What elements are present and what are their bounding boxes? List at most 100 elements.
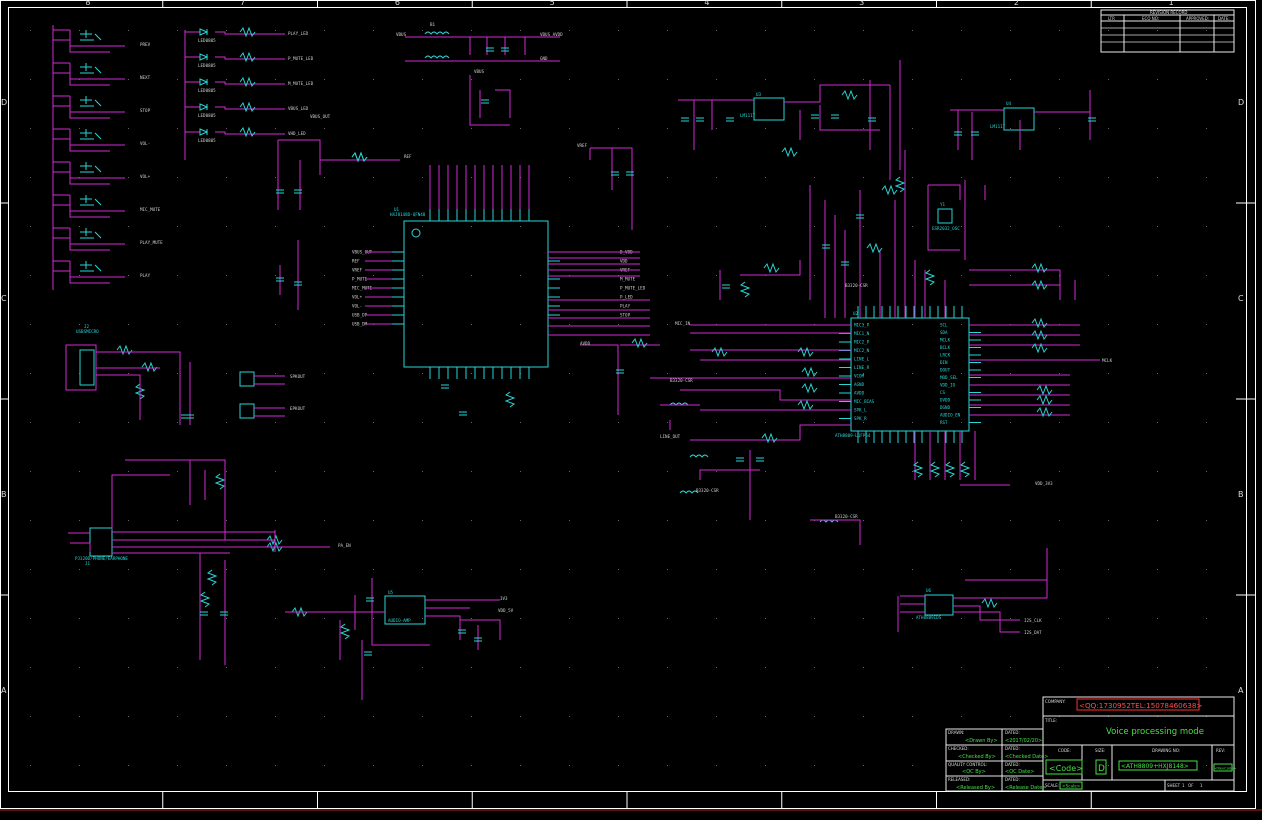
rev-header-date: DATE:	[1218, 16, 1230, 21]
dated-label-4: DATED:	[1005, 777, 1020, 782]
u1-ref: U1	[394, 207, 400, 212]
net-labels: VDD_3V3 VDD_5V MCLK MIC_IN LINE_OUT PA_E…	[338, 143, 1113, 635]
code-value: <Code>	[1049, 764, 1083, 773]
u1-left-pin-label: USB_DM	[352, 322, 368, 327]
svg-text:MCLK: MCLK	[1102, 358, 1113, 363]
regulator-u3: U3 LM1117	[678, 80, 890, 150]
button-net-label: VOL+	[140, 174, 151, 179]
svg-text:3V3: 3V3	[500, 596, 508, 601]
led-net-label: PLAY_LED	[288, 31, 309, 36]
code-label: CODE:	[1058, 748, 1071, 753]
u2-left-pin-label: AGND	[854, 382, 865, 387]
svg-text:B1: B1	[430, 22, 436, 27]
company-label: COMPANY:	[1045, 699, 1066, 704]
rev-box	[1213, 763, 1233, 772]
u2-left-pin-label: MIC2_N	[854, 348, 870, 353]
svg-text:PA_EN: PA_EN	[338, 543, 351, 548]
zone-col-top: 2	[1014, 0, 1019, 7]
u1-left-pin-label: USB_DP	[352, 313, 368, 318]
dated-label-3: DATED:	[1005, 762, 1020, 767]
svg-text:Y1: Y1	[940, 202, 946, 207]
zone-col-top: 4	[704, 0, 709, 7]
released-label: RELEASED:	[948, 777, 970, 782]
revision-record: REVISION RECORD LTR ECO NO: APPROVED: DA…	[1100, 9, 1235, 53]
button-net-label: PREV	[140, 42, 151, 47]
svg-text:AUDIO-AMP: AUDIO-AMP	[388, 618, 411, 623]
dated-label-1: DATED:	[1005, 730, 1020, 735]
resistors	[116, 89, 1053, 640]
size-box	[1095, 759, 1107, 775]
svg-text:J2: J2	[84, 324, 90, 329]
checked-value: <Checked By>	[958, 754, 996, 760]
svg-text:VBUS: VBUS	[396, 32, 407, 37]
u2-left-pin-label: MIC_BIAS	[854, 399, 875, 404]
u1-left-pin-label: VOL-	[352, 304, 362, 309]
u2-right-pin-label: AUDIO_EN	[940, 413, 961, 418]
zone-col-top: 3	[859, 0, 864, 7]
u2-right-pin-label: BCLK	[940, 345, 951, 350]
svg-text:B3320-CSR: B3320-CSR	[670, 378, 693, 383]
led-part-label: LED0805	[198, 88, 216, 93]
u1-right-pin-label: STOP	[620, 313, 631, 318]
zone-row-left: B	[1, 490, 7, 499]
zone-col-top: 6	[395, 0, 400, 7]
top-gnd-label: GND	[540, 56, 548, 61]
svg-text:PJ320D/PHONE/EARPHONE: PJ320D/PHONE/EARPHONE	[75, 556, 128, 561]
led-net-label: M_MUTE_LED	[288, 81, 314, 86]
led-net-label: VBUS_LED	[288, 106, 309, 111]
dated-value-4: <Release Date>	[1005, 785, 1046, 791]
released-value: <Released By>	[956, 785, 995, 791]
svg-text:ESR2032_OSC: ESR2032_OSC	[932, 226, 960, 231]
crystal-y1: Y1 ESR2032_OSC	[927, 180, 986, 260]
led-column: PLAY_LED LED0805 P_MUTE_LED LED0805 M_MUTE_L…	[184, 26, 314, 160]
u1-left-pin-label: P_MUTE	[352, 277, 368, 282]
svg-text:B3320-CSR: B3320-CSR	[696, 488, 719, 493]
svg-text:VDD_3V3: VDD_3V3	[1035, 481, 1053, 486]
drawing-no-label: DRAWING NO:	[1152, 748, 1180, 753]
u1-part: HXJ8148D-QFN48	[390, 212, 426, 217]
svg-text:REF: REF	[404, 154, 412, 159]
vbus-filter: B1 VBUS_AVDD GND VBUS VBUS	[396, 22, 563, 126]
svg-text:U5: U5	[388, 590, 394, 595]
ferrites: B3320-CSR B3320-CSR B3320-CSR B3320-CSR	[660, 283, 868, 545]
rev-header-ltr: LTR	[1108, 16, 1115, 21]
quality-value: <QC By>	[962, 769, 986, 775]
u1-left-pin-label: VREF	[352, 268, 363, 273]
button-net-label: NEXT	[140, 75, 151, 80]
led-net-label: P_MUTE_LED	[288, 56, 314, 61]
dated-label-2: DATED:	[1005, 746, 1020, 751]
svg-text:VREF: VREF	[577, 143, 588, 148]
u1-right-pin-label: PLAY	[620, 304, 631, 309]
svg-text:VBUS: VBUS	[474, 69, 485, 74]
u2-part: ATH8809-LQFP64	[835, 433, 871, 438]
rev-header-approved: APPROVED:	[1186, 16, 1209, 21]
drawn-label: DRAWN:	[948, 730, 965, 735]
mid-wiring	[548, 60, 1100, 520]
svg-text:LM1117: LM1117	[740, 113, 756, 118]
zone-col-top: 8	[85, 0, 90, 7]
zone-row-right: B	[1238, 490, 1244, 499]
scale-label: SCALE:	[1045, 783, 1059, 788]
title-block: COMPANY: <QQ:1730952TEL:15078460638> TIT…	[945, 696, 1236, 792]
u1-right-pin-label: P_LED	[620, 295, 633, 300]
u2-left-pin-label: LINE_L	[854, 357, 870, 362]
svg-text:VDD_5V: VDD_5V	[498, 608, 514, 613]
svg-text:ATH8809IDS: ATH8809IDS	[916, 615, 942, 620]
drawn-value: <Drawn By>	[965, 738, 998, 744]
svg-text:VBUS_OUT: VBUS_OUT	[310, 114, 331, 119]
button-column: PREVNEXTSTOPVOL-VOL+MIC_MUTEPLAY_MUTEPLA…	[52, 25, 163, 290]
bt-u6: U6 ATH8809IDS	[897, 548, 1048, 633]
small-connectors: SPKOUT EPKOUT	[239, 371, 306, 419]
u2-left-pin-label: AVDD	[854, 391, 865, 396]
svg-text:EPKOUT: EPKOUT	[290, 406, 306, 411]
button-net-label: MIC_MUTE	[140, 207, 161, 212]
u1-left-pin-label: VOL+	[352, 295, 363, 300]
size-label: SIZE:	[1095, 748, 1105, 753]
title-label: TITLE:	[1044, 718, 1057, 723]
u2-right-pin-label: DGND	[940, 405, 951, 410]
zone-row-left: C	[1, 294, 7, 303]
led-net-label: VHD_LED	[288, 131, 306, 136]
led-part-label: LED0805	[198, 113, 216, 118]
zone-row-right: A	[1238, 686, 1244, 695]
u2-right-pin-label: SCL	[940, 323, 948, 328]
